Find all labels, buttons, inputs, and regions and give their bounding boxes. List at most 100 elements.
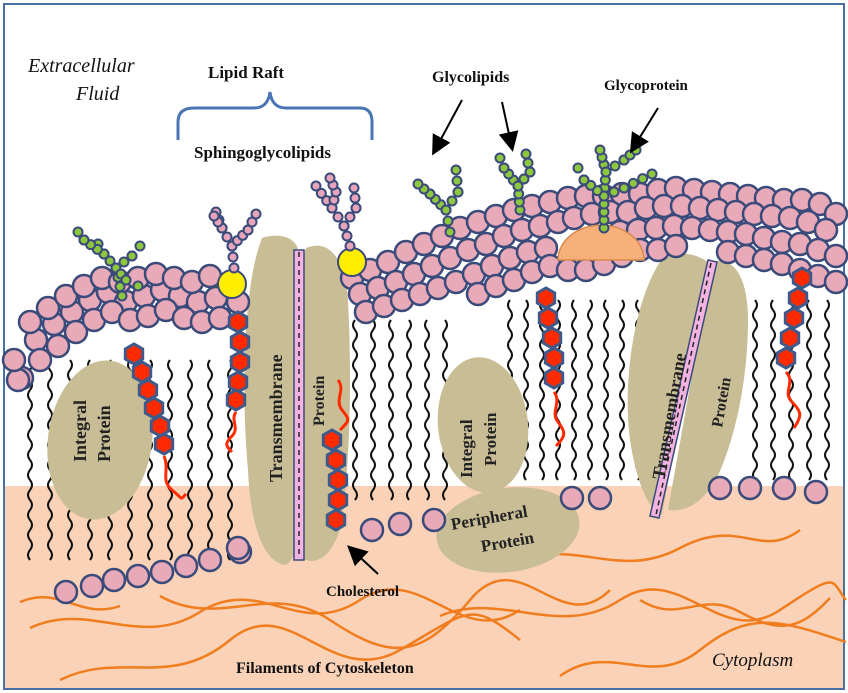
phospholipid-head [199, 549, 221, 571]
cholesterol-ring [785, 308, 802, 328]
cholesterol-ring [227, 390, 244, 410]
sugar-bead [120, 258, 129, 267]
sugar-bead [596, 146, 605, 155]
sugar-bead [574, 164, 583, 173]
lipid-raft-marker-right [338, 248, 366, 276]
phospholipid-head [151, 561, 173, 583]
sugar-bead [74, 228, 83, 237]
phospholipid-head [815, 219, 837, 241]
integral-left-line2: Protein [94, 405, 114, 462]
cholesterol-ring [545, 348, 562, 368]
extracellular-label-line1: Extracellular [27, 55, 135, 77]
sugar-bead [453, 177, 462, 186]
sugar-bead [454, 188, 463, 197]
sugar-bead [352, 204, 361, 213]
cholesterol-ring [793, 268, 810, 288]
sugar-bead [351, 194, 360, 203]
phospholipid-head [825, 245, 847, 267]
sugar-bead [526, 168, 535, 177]
sugar-bead [496, 154, 505, 163]
sugar-bead [229, 253, 238, 262]
phospholipid-head [773, 477, 795, 499]
sugar-bead [252, 210, 261, 219]
sugar-bead [128, 252, 137, 261]
sugar-bead [312, 182, 321, 191]
glycoprotein-label: Glycoprotein [604, 78, 689, 94]
cholesterol-ring [229, 372, 246, 392]
sugar-bead [500, 164, 509, 173]
integral-mid-line2: Protein [481, 412, 500, 466]
extracellular-label-line2: Fluid [75, 83, 120, 105]
sugar-bead [346, 242, 355, 251]
integral-left-line1: Integral [70, 400, 90, 462]
sugar-bead [620, 184, 629, 193]
sugar-bead [638, 174, 647, 183]
phospholipid-head [665, 235, 687, 257]
cholesterol-ring [327, 510, 344, 530]
sugar-bead [522, 150, 531, 159]
phospholipid-head [389, 513, 411, 535]
sugar-bead [350, 184, 359, 193]
sugar-bead [334, 213, 343, 222]
phospholipid-head [3, 349, 25, 371]
cholesterol-label: Cholesterol [326, 584, 399, 600]
sugar-bead [602, 168, 611, 177]
sugar-bead [134, 282, 143, 291]
sugar-bead [118, 292, 127, 301]
cholesterol-ring [539, 308, 556, 328]
sugar-bead [230, 264, 239, 273]
phospholipid-head [805, 481, 827, 503]
phospholipid-head [739, 477, 761, 499]
sugar-bead [136, 242, 145, 251]
phospholipid-head [7, 369, 29, 391]
cholesterol-ring [781, 328, 798, 348]
cholesterol-ring [125, 344, 142, 364]
phospholipid-head [423, 509, 445, 531]
sugar-bead [610, 188, 619, 197]
sugar-bead [444, 217, 453, 226]
cholesterol-ring [537, 288, 554, 308]
lipid-raft-marker-left [218, 270, 246, 298]
phospholipid-head [825, 271, 847, 293]
sugar-bead [611, 162, 620, 171]
phospholipid-head [55, 581, 77, 603]
sugar-bead [210, 212, 219, 221]
phospholipid-head [81, 575, 103, 597]
cholesterol-ring [329, 470, 346, 490]
sugar-bead [442, 206, 451, 215]
protein-left-label: Protein [311, 376, 328, 426]
sugar-bead [629, 179, 638, 188]
phospholipid-head [709, 477, 731, 499]
cytoplasm-label: Cytoplasm [712, 650, 793, 671]
phospholipid-head [561, 487, 583, 509]
lipid-raft-label: Lipid Raft [208, 63, 284, 82]
cholesterol-ring [545, 368, 562, 388]
glycolipids-label: Glycolipids [432, 69, 509, 86]
integral-mid-line1: Integral [457, 419, 476, 478]
sugar-bead [80, 236, 89, 245]
cholesterol-ring [329, 490, 346, 510]
cholesterol-ring [229, 312, 246, 332]
cholesterol-ring [327, 450, 344, 470]
sugar-bead [343, 232, 352, 241]
sugar-bead [340, 222, 349, 231]
filaments-label: Filaments of Cytoskeleton [236, 660, 414, 677]
cholesterol-ring [789, 288, 806, 308]
cholesterol-ring [543, 328, 560, 348]
sugar-bead [326, 174, 335, 183]
sugar-bead [580, 176, 589, 185]
cholesterol-ring [151, 416, 168, 436]
phospholipid-head [361, 519, 383, 541]
sugar-bead [122, 276, 131, 285]
sugar-bead [223, 233, 232, 242]
cholesterol-ring [777, 348, 794, 368]
sugar-bead [446, 228, 455, 237]
sugar-bead [346, 213, 355, 222]
phospholipid-head [127, 565, 149, 587]
sugar-bead [524, 159, 533, 168]
transmembrane-left-label: Transmembrane [266, 354, 286, 482]
phospholipid-head [209, 307, 231, 329]
phospholipid-head [175, 555, 197, 577]
cholesterol-ring [231, 332, 248, 352]
